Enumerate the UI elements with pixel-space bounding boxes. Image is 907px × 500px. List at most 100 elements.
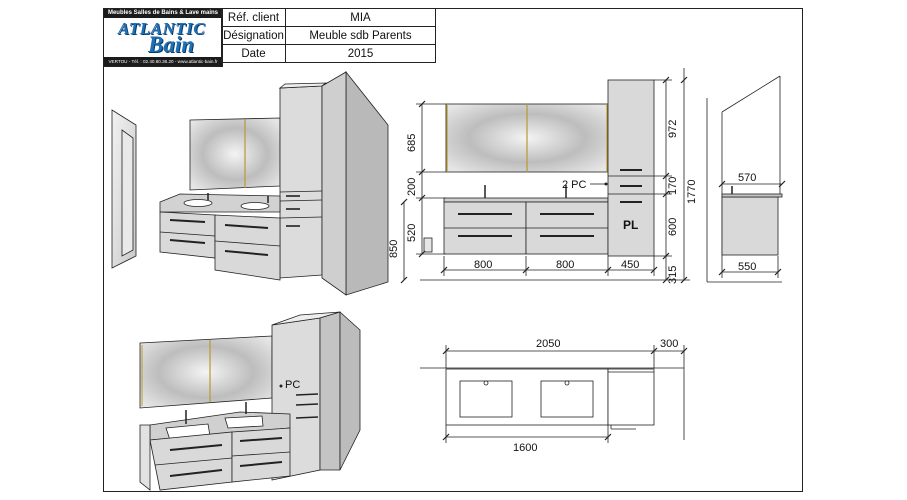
- plan-view: [420, 345, 688, 443]
- column-drawer-line: [279, 190, 323, 193]
- dimension-tick: [662, 76, 670, 84]
- faucet-plan: [483, 380, 489, 386]
- dimension-tick: [418, 194, 426, 202]
- callout-pc: PC: [285, 379, 300, 391]
- callout-dot: [604, 182, 608, 186]
- dimension-tick: [400, 198, 408, 206]
- drawer-handle: [169, 239, 206, 244]
- logo-contact: VERTOU - Tél. : 02.40.80.36.20 - www.atl…: [104, 57, 222, 66]
- dimension-tick: [778, 180, 786, 188]
- dimension-tick: [442, 347, 450, 355]
- logo-tagline: Meubles Salles de Bains & Lave mains: [104, 9, 222, 18]
- dimension-tick: [718, 268, 726, 276]
- side-panel-edge: [339, 311, 361, 471]
- faucet-plan: [564, 380, 570, 386]
- perspective-view-secondary: [139, 311, 361, 491]
- column-handle: [295, 393, 319, 396]
- wall-pipe: [423, 237, 433, 253]
- sheet-border: [103, 8, 803, 492]
- column-handle: [295, 403, 319, 406]
- title-label: Date: [221, 44, 286, 63]
- dimension-tick: [662, 252, 670, 260]
- dim-450: 450: [621, 259, 639, 271]
- basin-plan: [540, 380, 594, 418]
- dimension-tick: [662, 190, 670, 198]
- drawer-handle: [239, 437, 283, 442]
- dimension-tick: [604, 433, 612, 441]
- title-row: Désignation Meuble sdb Parents: [221, 26, 436, 45]
- side-panel-edge: [321, 71, 347, 296]
- drawer-line: [214, 240, 281, 247]
- title-row: Date 2015: [221, 44, 436, 63]
- title-value: 2015: [285, 44, 436, 63]
- drawer-line: [231, 451, 291, 457]
- basin-plan: [459, 380, 513, 418]
- column-drawer-line: [279, 199, 323, 202]
- title-value: MIA: [285, 8, 436, 27]
- mirror: [189, 117, 281, 191]
- dimension-tick: [650, 266, 658, 274]
- drawer-handle: [224, 250, 269, 256]
- dim-600: 600: [667, 218, 679, 236]
- dimension-tick: [418, 250, 426, 258]
- dim-2050: 2050: [536, 338, 560, 350]
- column-drawer-line: [279, 216, 323, 219]
- callout-2pc: 2 PC: [562, 179, 587, 191]
- dimension-tick: [418, 100, 426, 108]
- countertop-side: [721, 193, 783, 198]
- drawer-handle: [224, 224, 269, 229]
- drawer-handle: [169, 444, 223, 451]
- column-plan: [607, 368, 655, 426]
- dimension-tick: [718, 180, 726, 188]
- basin: [224, 415, 264, 429]
- dim-200: 200: [406, 178, 418, 196]
- logo-brand-line2: Bain: [148, 32, 195, 57]
- basin: [240, 202, 270, 210]
- dim-315: 315: [667, 266, 679, 284]
- column-handle: [295, 416, 319, 419]
- countertop: [443, 197, 609, 203]
- dim-800-left: 800: [474, 259, 492, 271]
- left-wall-recess: [121, 129, 134, 257]
- dim-550: 550: [738, 261, 756, 273]
- dimension-tick: [662, 276, 670, 284]
- dimension-tick: [774, 268, 782, 276]
- dim-520: 520: [406, 224, 418, 242]
- side-view: [706, 75, 786, 283]
- dim-300: 300: [660, 338, 678, 350]
- vanity-right: [214, 214, 281, 281]
- dim-1600: 1600: [513, 442, 537, 454]
- dimension-tick: [442, 433, 450, 441]
- dim-170: 170: [667, 177, 679, 195]
- dimension-tick: [400, 276, 408, 284]
- dim-570: 570: [738, 172, 756, 184]
- dimension-tick: [522, 266, 530, 274]
- sloped-ceiling: [721, 75, 781, 113]
- vanity-side: [721, 196, 779, 256]
- side-panel: [319, 311, 341, 471]
- dimension-tick: [680, 276, 688, 284]
- dimension-tick: [680, 347, 688, 355]
- dim-1770: 1770: [686, 180, 698, 204]
- company-logo: Meubles Salles de Bains & Lave mains ATL…: [103, 8, 223, 67]
- tall-column: [279, 85, 323, 279]
- column-label-pl: PL: [623, 218, 638, 232]
- dimension-tick: [662, 172, 670, 180]
- dim-850: 850: [388, 240, 400, 258]
- pc-callout-lower: PC: [279, 379, 300, 391]
- drawer-line: [154, 457, 233, 466]
- dimension-tick: [680, 76, 688, 84]
- tall-column-top: [278, 82, 328, 89]
- callout-dot: [279, 384, 283, 388]
- title-block: Réf. client MIA Désignation Meuble sdb P…: [221, 8, 436, 63]
- dim-685: 685: [406, 134, 418, 152]
- drawer-handle: [239, 461, 283, 467]
- dimension-tick: [418, 168, 426, 176]
- drawer-handle: [169, 219, 206, 223]
- dimension-tick: [440, 266, 448, 274]
- logo-brand-line1: ATLANTIC: [118, 19, 206, 38]
- side-panel: [345, 70, 389, 296]
- dim-972: 972: [667, 120, 679, 138]
- dimension-tick: [604, 266, 612, 274]
